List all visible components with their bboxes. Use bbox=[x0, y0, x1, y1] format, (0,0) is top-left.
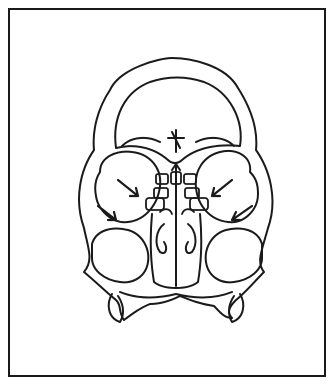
arrow-left-lower bbox=[98, 206, 116, 220]
turbinate-left bbox=[157, 224, 167, 253]
arrow-right-lower bbox=[232, 206, 252, 220]
maxillary-sinus-right bbox=[206, 229, 262, 283]
palate-line bbox=[120, 292, 232, 298]
maxillary-sinus-left bbox=[92, 229, 148, 283]
turbinate-right bbox=[186, 224, 196, 253]
orbit-right bbox=[196, 151, 258, 222]
arrow-left-upper bbox=[118, 180, 138, 196]
crista-galli bbox=[168, 130, 184, 152]
tooth-left bbox=[109, 294, 123, 322]
nasal-septum bbox=[172, 164, 180, 286]
cranial-floor-line-left bbox=[122, 138, 160, 146]
arrow-right-upper bbox=[212, 180, 232, 196]
cranial-vault-inner bbox=[115, 78, 240, 164]
